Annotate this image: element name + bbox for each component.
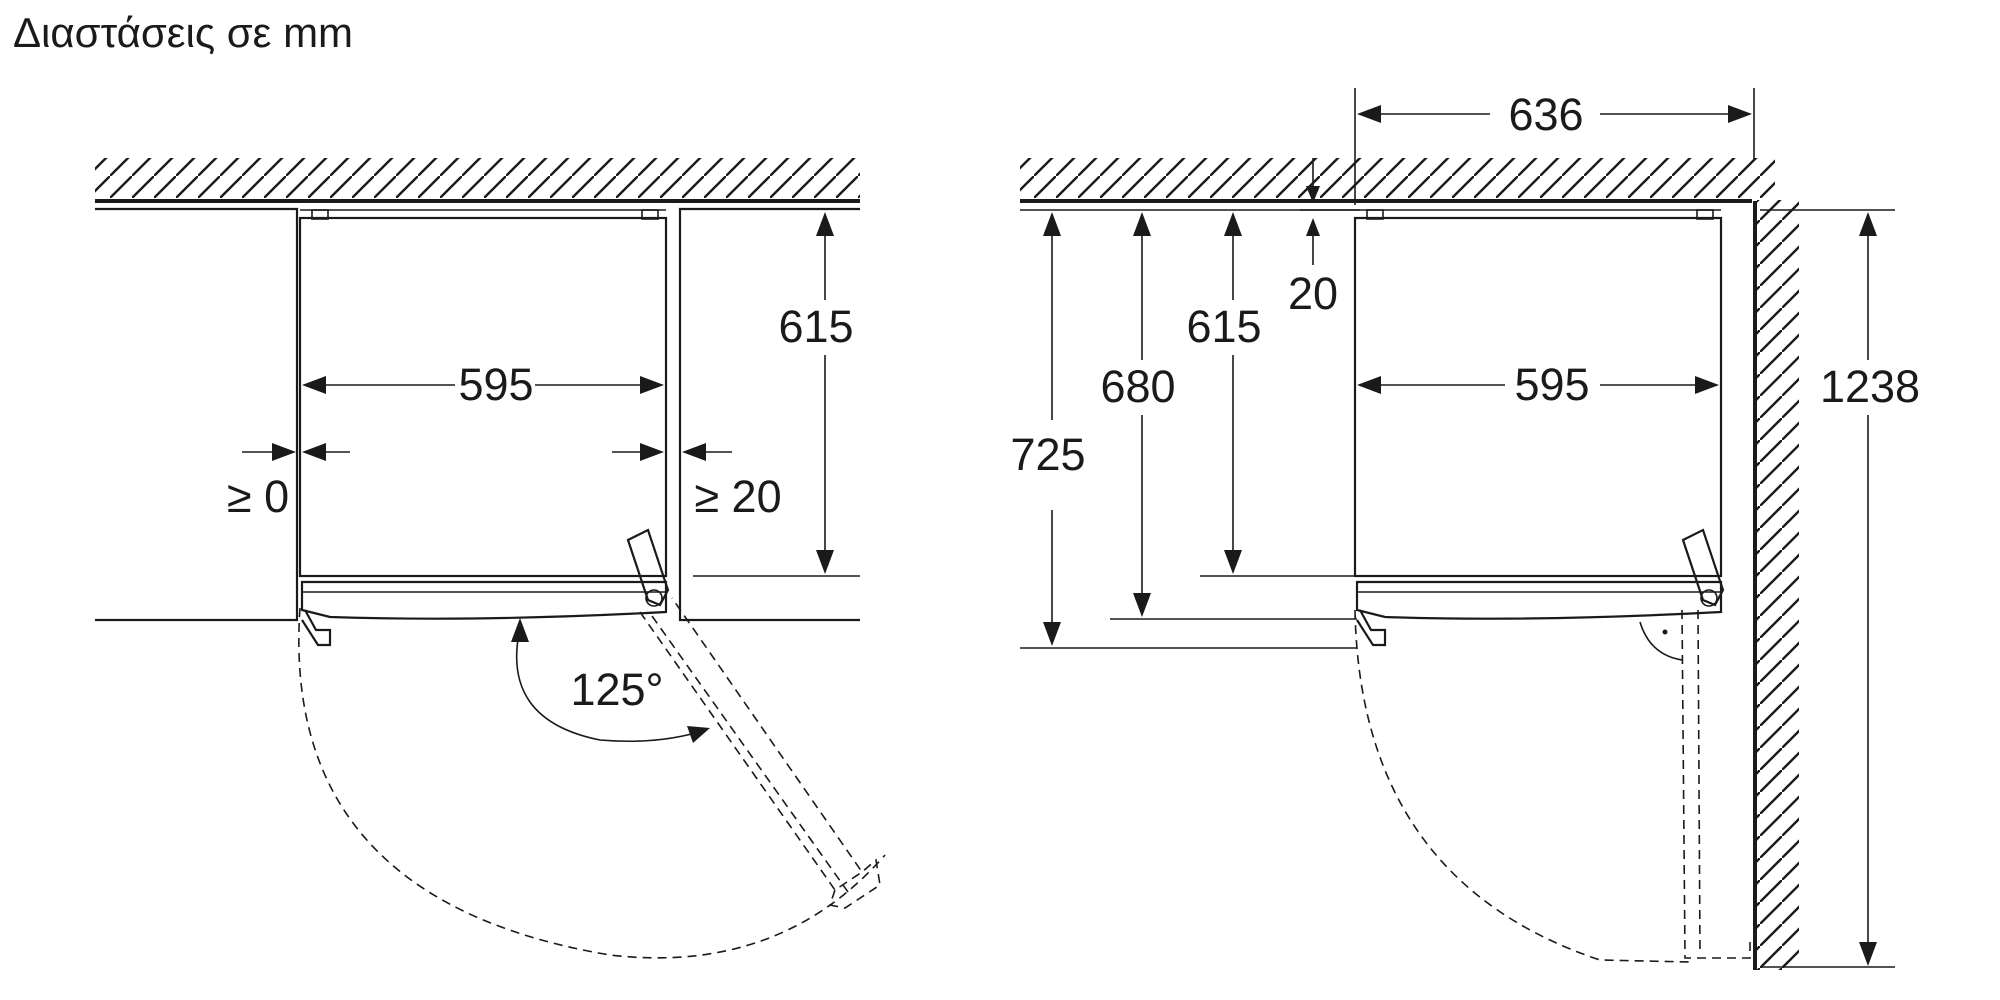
left-gap-dimensions: ≥ 0 ≥ 20: [227, 443, 782, 522]
overall-width-dimension: 636: [1354, 88, 1755, 205]
left-door-open-ghost: [298, 597, 886, 959]
right-width-dimension: 595: [1357, 359, 1719, 410]
gap-right-label: ≥ 20: [694, 471, 781, 522]
left-width-dimension: 595: [302, 359, 664, 410]
open-depth-dimension: 1238: [1760, 209, 1920, 968]
right-appliance-body: [1353, 209, 1725, 647]
right-depth-door-label: 680: [1100, 361, 1175, 412]
door-angle-dimension: 125°: [511, 618, 710, 743]
right-top-wall-hatch: [1020, 158, 1775, 198]
right-depth-body-dimension: 615: [1186, 212, 1262, 574]
wall-gap-dimension: 20: [1288, 158, 1360, 319]
wall-gap-label: 20: [1288, 268, 1338, 319]
left-width-label: 595: [458, 359, 533, 410]
left-neighbor-cabinet: [95, 207, 299, 622]
right-depth-body-label: 615: [1186, 301, 1261, 352]
right-depth-door-dimension: 680: [1100, 212, 1176, 617]
left-view: 595 615 ≥ 0 ≥ 20 125°: [95, 158, 886, 959]
right-depth-total-label: 725: [1010, 429, 1085, 480]
left-depth-label: 615: [778, 301, 853, 352]
left-top-wall-hatch: [95, 158, 860, 198]
left-depth-dimension: 615: [778, 212, 854, 574]
open-depth-label: 1238: [1820, 361, 1920, 412]
overall-width-label: 636: [1508, 89, 1583, 140]
right-view: 636 20: [1010, 88, 1920, 970]
right-depth-total-dimension: 725: [1010, 212, 1086, 646]
door-angle-label: 125°: [570, 664, 663, 715]
left-appliance-body: [298, 209, 670, 647]
page-title: Διαστάσεις σε mm: [13, 9, 354, 56]
right-side-wall-hatch: [1757, 200, 1799, 970]
gap-left-label: ≥ 0: [227, 471, 289, 522]
right-width-label: 595: [1514, 359, 1589, 410]
right-door-open-ghost: [1354, 609, 1751, 963]
right-neighbor-cabinet: [678, 207, 860, 622]
